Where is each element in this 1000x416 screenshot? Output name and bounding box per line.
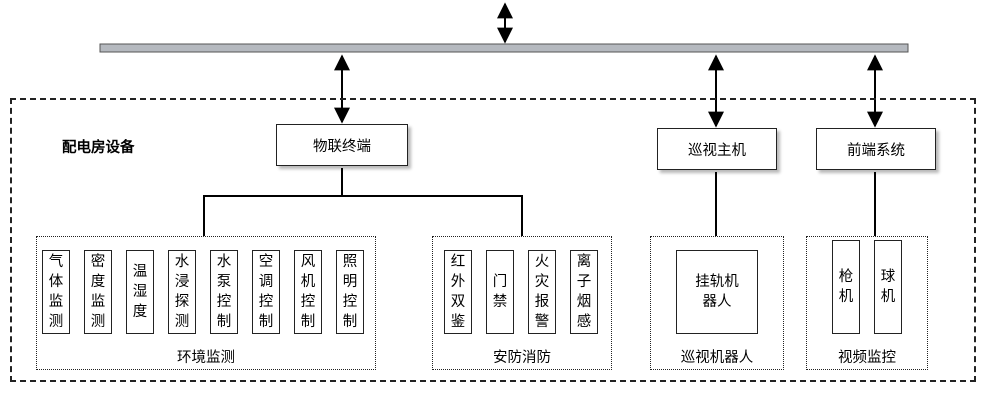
robot-group-label: 巡视机器人 [680, 350, 754, 366]
security-item[interactable]: 门禁 [486, 250, 514, 334]
video-item[interactable]: 枪机 [832, 240, 860, 334]
env-group-label: 环境监测 [177, 350, 235, 366]
env-item[interactable]: 水泵控制 [210, 250, 238, 334]
video-group-label: 视频监控 [838, 350, 896, 366]
security-item[interactable]: 红外双鉴 [444, 250, 472, 334]
patrol-host-node[interactable]: 巡视主机 [657, 128, 777, 170]
env-item[interactable]: 空调控制 [252, 250, 280, 334]
frontend-system-node[interactable]: 前端系统 [816, 128, 936, 170]
video-monitoring-group [806, 236, 928, 370]
security-fire-group [432, 236, 612, 370]
env-monitoring-group [36, 236, 376, 370]
security-group-label: 安防消防 [493, 350, 551, 366]
rail-robot-item[interactable]: 挂轨机器人 [676, 250, 758, 334]
security-item[interactable]: 离子烟感 [570, 250, 598, 334]
section-title: 配电房设备 [62, 139, 135, 156]
env-item[interactable]: 温湿度 [126, 250, 154, 334]
patrol-robot-group [650, 236, 784, 370]
distribution-room-container [10, 98, 976, 382]
env-item[interactable]: 气体监测 [42, 250, 70, 334]
env-item[interactable]: 风机控制 [294, 250, 322, 334]
env-item[interactable]: 水浸探测 [168, 250, 196, 334]
security-item[interactable]: 火灾报警 [528, 250, 556, 334]
env-item[interactable]: 密度监测 [84, 250, 112, 334]
rail-robot-label: 挂轨机器人 [695, 274, 739, 310]
video-item[interactable]: 球机 [874, 240, 902, 334]
iot-terminal-node[interactable]: 物联终端 [276, 124, 408, 166]
env-item[interactable]: 照明控制 [336, 250, 364, 334]
bus-bar [99, 43, 909, 53]
